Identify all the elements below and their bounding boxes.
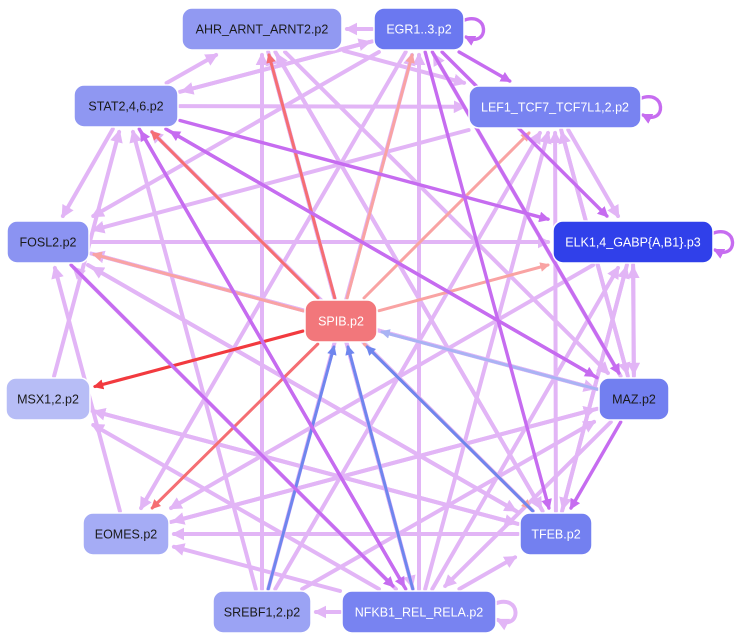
edge-spib-to-eomes bbox=[150, 342, 320, 510]
node-label: AHR_ARNT_ARNT2.p2 bbox=[196, 23, 329, 37]
edge-nfkb-to-eomes bbox=[171, 543, 342, 593]
edge-lef-to-elk bbox=[566, 128, 620, 219]
node-elk[interactable]: ELK1,4_GABP{A,B1}.p3 bbox=[552, 220, 714, 264]
edge-srebf-to-spib bbox=[266, 345, 337, 591]
edge-stat-to-elk bbox=[178, 118, 551, 223]
edge-spib-to-fosl bbox=[92, 251, 305, 313]
node-box bbox=[598, 377, 670, 421]
edge-egr-to-tfeb bbox=[423, 50, 552, 511]
node-stat[interactable]: STAT2,4,6.p2 bbox=[73, 84, 179, 128]
node-fosl[interactable]: FOSL2.p2 bbox=[6, 220, 90, 264]
node-box bbox=[468, 85, 642, 129]
node-label: STAT2,4,6.p2 bbox=[88, 100, 163, 114]
edge-tfeb-to-spib bbox=[365, 345, 535, 513]
edge-tfeb-to-msx bbox=[92, 407, 520, 526]
edge-elk-to-elk bbox=[709, 230, 735, 259]
node-box bbox=[73, 84, 179, 128]
node-box bbox=[552, 220, 714, 264]
edge-spib-to-lef bbox=[362, 131, 531, 300]
edge-elk-to-eomes bbox=[168, 263, 596, 510]
node-box bbox=[373, 7, 465, 51]
edge-lef-to-fosl bbox=[91, 128, 471, 234]
node-ahr[interactable]: AHR_ARNT_ARNT2.p2 bbox=[181, 7, 343, 51]
edge-elk-to-tfeb bbox=[559, 263, 629, 511]
node-box bbox=[519, 512, 593, 556]
edge-elk-to-maz bbox=[627, 263, 641, 376]
node-label: NFKB1_REL_RELA.p2 bbox=[355, 606, 484, 620]
edge-egr-to-stat bbox=[180, 39, 374, 95]
node-egr[interactable]: EGR1..3.p2 bbox=[373, 7, 465, 51]
edge-spib-to-elk bbox=[377, 262, 550, 313]
edge-nfkb-to-tfeb bbox=[457, 555, 518, 591]
edge-stat-to-fosl bbox=[60, 127, 115, 219]
node-eomes[interactable]: EOMES.p2 bbox=[82, 512, 170, 556]
edge-fosl-to-tfeb bbox=[86, 263, 518, 513]
edge-spib-to-stat bbox=[150, 130, 320, 300]
node-label: FOSL2.p2 bbox=[20, 236, 77, 250]
node-label: EOMES.p2 bbox=[95, 528, 158, 542]
edge-maz-to-tfeb bbox=[569, 420, 623, 510]
node-srebf[interactable]: SREBF1,2.p2 bbox=[212, 590, 312, 634]
edge-nfkb-to-msx bbox=[91, 423, 381, 591]
node-tfeb[interactable]: TFEB.p2 bbox=[519, 512, 593, 556]
edge-ahr-to-lef bbox=[342, 48, 467, 87]
node-label: SPIB.p2 bbox=[318, 315, 364, 329]
edge-stat-to-lef bbox=[178, 100, 467, 114]
edge-egr-to-egr bbox=[460, 17, 486, 46]
node-lef[interactable]: LEF1_TCF7_TCF7L1,2.p2 bbox=[468, 85, 642, 129]
edge-lef-to-lef bbox=[637, 95, 663, 124]
node-box bbox=[181, 7, 343, 51]
node-box bbox=[5, 377, 91, 421]
node-label: MSX1,2.p2 bbox=[17, 393, 79, 407]
edge-egr-to-lef bbox=[457, 50, 512, 83]
edge-spib-to-egr bbox=[345, 53, 415, 300]
node-label: LEF1_TCF7_TCF7L1,2.p2 bbox=[481, 101, 629, 115]
node-box bbox=[304, 299, 378, 343]
node-box bbox=[82, 512, 170, 556]
node-box bbox=[341, 590, 497, 634]
node-maz[interactable]: MAZ.p2 bbox=[598, 377, 670, 421]
node-label: MAZ.p2 bbox=[612, 393, 656, 407]
node-label: TFEB.p2 bbox=[531, 528, 580, 542]
node-nfkb[interactable]: NFKB1_REL_RELA.p2 bbox=[341, 590, 497, 634]
edge-spib-to-msx bbox=[93, 329, 305, 390]
edge-fosl-to-nfkb bbox=[69, 263, 395, 588]
edge-nfkb-to-stat bbox=[139, 130, 408, 591]
node-spib[interactable]: SPIB.p2 bbox=[304, 299, 378, 343]
edge-ahr-to-maz bbox=[283, 50, 610, 375]
edge-nfkb-to-nfkb bbox=[492, 599, 518, 631]
edge-stat-to-ahr bbox=[164, 53, 219, 85]
edge-maz-to-spib bbox=[380, 329, 599, 391]
edge-maz-to-stat bbox=[169, 130, 599, 380]
node-label: ELK1,4_GABP{A,B1}.p3 bbox=[565, 236, 701, 250]
edge-egr-to-elk bbox=[440, 50, 609, 218]
node-label: EGR1..3.p2 bbox=[386, 23, 451, 37]
node-label: SREBF1,2.p2 bbox=[224, 606, 300, 620]
edge-ahr-to-tfeb bbox=[273, 50, 543, 511]
edge-spib-to-ahr bbox=[266, 53, 337, 300]
edge-nfkb-to-spib bbox=[345, 345, 415, 591]
node-msx[interactable]: MSX1,2.p2 bbox=[5, 377, 91, 421]
node-box bbox=[212, 590, 312, 634]
node-box bbox=[6, 220, 90, 264]
